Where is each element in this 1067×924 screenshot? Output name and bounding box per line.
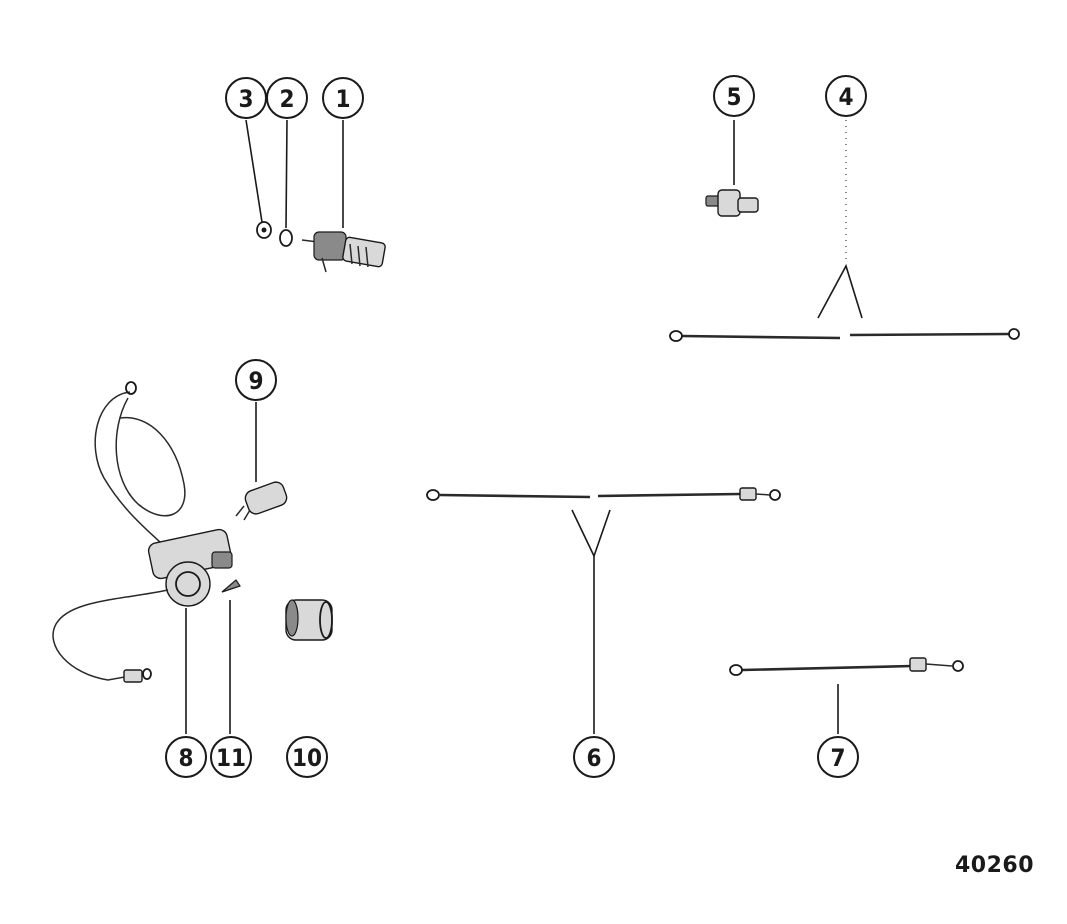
svg-text:5: 5 [726, 83, 741, 111]
callout-7: 7 [817, 736, 859, 778]
cable-pair-part-4 [669, 120, 1020, 342]
cable-pair-part-6 [426, 487, 781, 734]
svg-text:11: 11 [216, 744, 246, 772]
sender-assembly [245, 119, 386, 273]
washer-part-3 [256, 221, 272, 239]
cable-part-7 [729, 657, 964, 734]
callout-6: 6 [573, 736, 615, 778]
horn-assembly-part-8 [52, 381, 233, 734]
callout-11: 11 [210, 736, 252, 778]
svg-text:8: 8 [178, 744, 193, 772]
svg-text:6: 6 [586, 744, 601, 772]
callout-1: 1 [322, 77, 364, 119]
pressure-switch-part-5 [705, 120, 759, 217]
svg-text:1: 1 [335, 85, 350, 113]
callout-9: 9 [235, 359, 277, 401]
callout-10: 10 [286, 736, 328, 778]
figure-number: 40260 [955, 853, 1035, 878]
svg-text:3: 3 [238, 85, 253, 113]
callout-4: 4 [825, 75, 867, 117]
svg-text:9: 9 [248, 367, 263, 395]
svg-text:7: 7 [830, 744, 845, 772]
plug-part-9 [235, 402, 288, 521]
callout-3: 3 [225, 77, 267, 119]
callout-8: 8 [165, 736, 207, 778]
svg-text:2: 2 [279, 85, 294, 113]
temperature-sender-part-1 [301, 231, 386, 273]
bushing-part-10 [285, 599, 333, 641]
svg-text:4: 4 [838, 83, 853, 111]
svg-text:10: 10 [292, 744, 322, 772]
screw-part-11 [221, 579, 241, 734]
callout-5: 5 [713, 75, 755, 117]
callout-2: 2 [266, 77, 308, 119]
lockwasher-part-2 [279, 229, 293, 247]
